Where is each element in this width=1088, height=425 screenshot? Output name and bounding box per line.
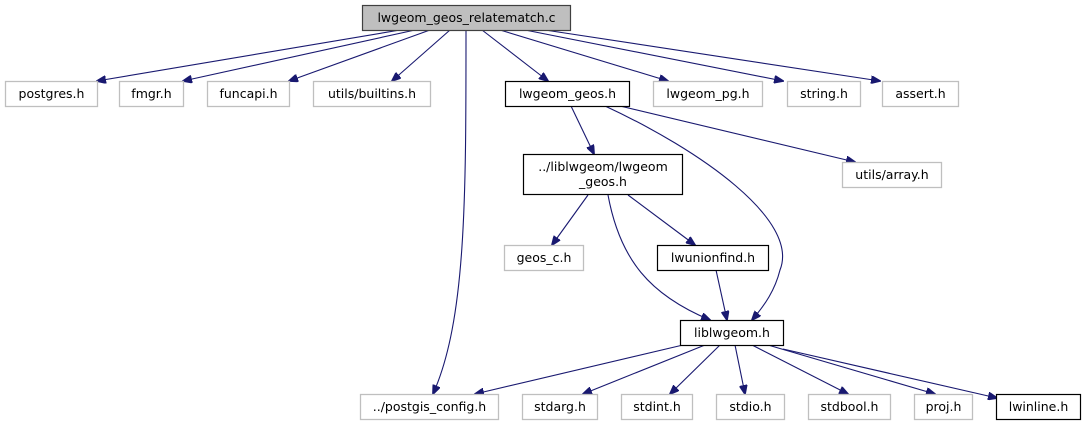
node-builtins: utils/builtins.h — [312, 80, 432, 108]
edge-root-postgis_config — [433, 29, 467, 394]
edge-root-postgres — [97, 29, 401, 81]
node-stdbool: stdbool.h — [807, 393, 892, 421]
node-box — [118, 80, 185, 108]
edge-root-fmgr — [183, 29, 416, 81]
node-label: funcapi.h — [219, 86, 277, 101]
edge-lwgeom_geos-liblwgeom — [604, 105, 783, 320]
node-label: lwgeom_pg.h — [666, 86, 749, 101]
node-box — [679, 319, 785, 347]
node-box — [312, 80, 432, 108]
node-label: ../postgis_config.h — [373, 399, 486, 414]
edges-layer — [97, 29, 997, 398]
node-proj: proj.h — [913, 393, 974, 421]
node-box — [522, 153, 684, 196]
node-lwunionfind[interactable]: lwunionfind.h — [656, 244, 770, 272]
node-box — [206, 80, 291, 108]
edge-liblwgeom-stdint — [670, 344, 721, 394]
node-box — [361, 4, 572, 32]
node-box — [359, 393, 500, 421]
edge-liblwgeom-lwinline — [782, 348, 997, 398]
node-label: _geos.h — [578, 174, 627, 189]
node-string: string.h — [786, 80, 862, 108]
node-postgres: postgres.h — [4, 80, 99, 108]
node-array: utils/array.h — [841, 161, 943, 189]
node-label: utils/array.h — [855, 167, 928, 182]
node-box — [652, 80, 764, 108]
node-label: stdarg.h — [534, 399, 586, 414]
node-lwgeom-geos[interactable]: lwgeom_geos.h — [504, 80, 631, 108]
node-label: liblwgeom.h — [694, 325, 770, 340]
node-stdio: stdio.h — [715, 393, 786, 421]
node-stdint: stdint.h — [620, 393, 694, 421]
edge-lib_lwgeom_geos-liblwgeom — [607, 194, 710, 320]
node-lwinline[interactable]: lwinline.h — [995, 393, 1082, 421]
node-label: ../liblwgeom/lwgeom — [538, 159, 668, 174]
edge-liblwgeom-postgis_config — [475, 344, 684, 394]
node-liblwgeom[interactable]: liblwgeom.h — [679, 319, 785, 347]
edge-liblwgeom-stdarg — [583, 344, 706, 394]
node-label: string.h — [800, 86, 848, 101]
node-geos-c: geos_c.h — [503, 244, 585, 272]
node-box — [503, 244, 585, 272]
node-label: lwinline.h — [1009, 399, 1069, 414]
node-label: assert.h — [895, 86, 945, 101]
node-lib-lwgeom-geos[interactable]: ../liblwgeom/lwgeom_geos.h — [522, 153, 684, 196]
node-label: lwgeom_geos_relatematch.c — [377, 10, 555, 25]
node-postgis-config: ../postgis_config.h — [359, 393, 500, 421]
node-label: proj.h — [926, 399, 962, 414]
node-label: postgres.h — [19, 86, 85, 101]
node-box — [4, 80, 99, 108]
edge-root-string — [524, 29, 783, 81]
node-box — [620, 393, 694, 421]
node-box — [913, 393, 974, 421]
edge-liblwgeom-stdio — [734, 344, 745, 394]
node-label: stdbool.h — [821, 399, 879, 414]
node-funcapi: funcapi.h — [206, 80, 291, 108]
edge-root-assert — [544, 29, 880, 81]
edge-root-lwgeom_pg — [499, 29, 668, 81]
edge-lib_lwgeom_geos-geos_c — [552, 194, 589, 245]
node-label: utils/builtins.h — [328, 86, 416, 101]
node-label: stdint.h — [633, 399, 681, 414]
node-label: stdio.h — [729, 399, 771, 414]
node-assert: assert.h — [881, 80, 960, 108]
node-box — [656, 244, 770, 272]
edge-root-lwgeom_geos — [481, 29, 548, 81]
nodes-layer: lwgeom_geos_relatematch.c postgres.h fmgr.… — [4, 4, 1082, 421]
edge-lib_lwgeom_geos-lwunionfind — [627, 194, 695, 245]
node-box — [715, 393, 786, 421]
node-box — [807, 393, 892, 421]
node-box — [521, 393, 599, 421]
edge-root-builtins — [392, 29, 451, 81]
edge-lwunionfind-liblwgeom — [715, 269, 727, 320]
node-root[interactable]: lwgeom_geos_relatematch.c — [361, 4, 572, 32]
node-lwgeom-pg: lwgeom_pg.h — [652, 80, 764, 108]
edge-root-funcapi — [289, 29, 431, 81]
node-box — [786, 80, 862, 108]
node-box — [881, 80, 960, 108]
edge-lwgeom_geos-array — [619, 105, 855, 162]
edge-lwgeom_geos-lib_lwgeom_geos — [570, 105, 594, 154]
node-box — [504, 80, 631, 108]
node-stdarg: stdarg.h — [521, 393, 599, 421]
node-label: geos_c.h — [517, 250, 572, 265]
edge-liblwgeom-stdbool — [751, 344, 848, 394]
node-label: fmgr.h — [131, 86, 171, 101]
node-box — [841, 161, 943, 189]
node-fmgr: fmgr.h — [118, 80, 185, 108]
edge-liblwgeom-proj — [767, 344, 935, 394]
node-box — [995, 393, 1082, 421]
node-label: lwunionfind.h — [671, 250, 755, 265]
node-label: lwgeom_geos.h — [519, 86, 616, 101]
